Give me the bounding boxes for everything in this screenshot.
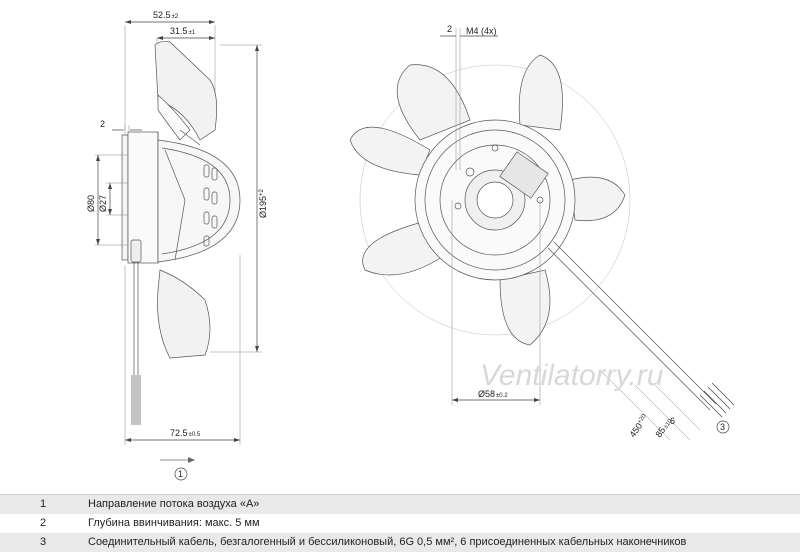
legend-row: 2 Глубина ввинчивания: макс. 5 мм	[0, 514, 800, 533]
legend-text: Соединительный кабель, безгалогенный и б…	[88, 536, 687, 548]
dim-hub-outer-label: Ø80	[86, 195, 96, 212]
legend-text: Глубина ввинчивания: макс. 5 мм	[88, 517, 260, 529]
svg-text:1: 1	[178, 469, 183, 479]
dim-hub-inner-label: Ø27	[98, 195, 108, 212]
callout-3: 3	[716, 420, 730, 434]
dim-bolt-circle-label: Ø58±0.2	[478, 389, 508, 399]
dim-front-gap-label: 2	[447, 24, 452, 34]
legend-row: 3 Соединительный кабель, безгалогенный и…	[0, 533, 800, 552]
callout-1: 1	[174, 467, 188, 481]
dim-impeller-dia-label: Ø195+2	[258, 188, 268, 218]
thread-label: M4 (4x)	[466, 26, 497, 36]
dim-lead-length-label: 85±10	[653, 416, 674, 439]
svg-text:3: 3	[720, 422, 725, 432]
dim-inner-width-label: 31.5±1	[170, 26, 196, 36]
legend-number: 1	[40, 498, 47, 510]
watermark: Ventilatorry.ru	[480, 359, 664, 392]
legend-row: 1 Направление потока воздуха «А»	[0, 495, 800, 514]
legend-text: Направление потока воздуха «А»	[88, 498, 260, 510]
dim-overall-width-label: 52.5±2	[153, 10, 179, 20]
dim-screw-gap-label: 2	[100, 119, 105, 129]
side-view	[95, 20, 262, 463]
legend-number: 2	[40, 517, 47, 529]
dim-depth-label: 72.5±0.5	[170, 428, 201, 438]
legend-number: 3	[40, 536, 47, 548]
dim-strip-length-label: 6	[670, 416, 675, 426]
legend-table: 1 Направление потока воздуха «А» 2 Глуби…	[0, 494, 800, 552]
fan-technical-drawing: 52.5±2 31.5±1 2 Ø80 Ø27 Ø195+2 72.5±0.5 …	[86, 10, 735, 481]
front-view	[349, 28, 735, 441]
dim-cable-length-label: 450+20	[627, 412, 650, 439]
